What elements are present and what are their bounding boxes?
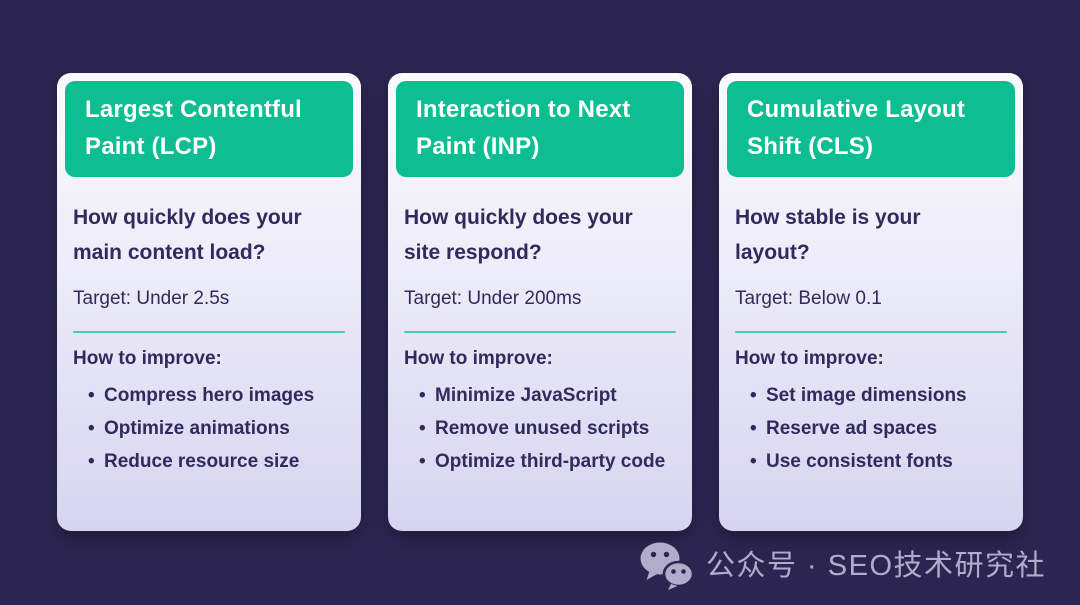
watermark-text: 公众号 · SEO技术研究社 [705, 550, 1046, 582]
card-cls: Cumulative Layout Shift (CLS) How stable… [719, 73, 1023, 531]
card-lcp-tips: Compress hero images Optimize animations… [73, 379, 345, 478]
list-item: Minimize JavaScript [404, 379, 676, 412]
card-inp-improve-label: How to improve: [404, 348, 553, 369]
list-item: Reserve ad spaces [735, 412, 1007, 445]
card-lcp-body: How quickly does your main content load?… [65, 200, 353, 478]
list-item: Optimize animations [73, 412, 345, 445]
watermark: 公众号 · SEO技术研究社 [639, 541, 1046, 591]
card-inp-title: Interaction to Next Paint (INP) [396, 81, 684, 177]
card-cls-target: Target: Below 0.1 [735, 288, 882, 309]
card-cls-tips: Set image dimensions Reserve ad spaces U… [735, 379, 1007, 478]
wechat-icon [640, 542, 695, 590]
card-inp: Interaction to Next Paint (INP) How quic… [388, 73, 692, 531]
list-item: Set image dimensions [735, 379, 1007, 412]
card-lcp-improve-label: How to improve: [73, 348, 222, 369]
list-item: Remove unused scripts [404, 412, 676, 445]
card-cls-title: Cumulative Layout Shift (CLS) [727, 81, 1015, 177]
card-lcp-question: How quickly does your main content load? [73, 206, 302, 264]
card-cls-body: How stable is your layout? Target: Below… [727, 200, 1015, 478]
card-inp-question: How quickly does your site respond? [404, 206, 633, 264]
divider [735, 331, 1007, 333]
list-item: Optimize third-party code [404, 445, 676, 478]
divider [73, 331, 345, 333]
card-lcp: Largest Contentful Paint (LCP) How quick… [57, 73, 361, 531]
card-inp-tips: Minimize JavaScript Remove unused script… [404, 379, 676, 478]
card-cls-improve-label: How to improve: [735, 348, 884, 369]
list-item: Reduce resource size [73, 445, 345, 478]
list-item: Use consistent fonts [735, 445, 1007, 478]
metric-cards-row: Largest Contentful Paint (LCP) How quick… [57, 73, 1023, 531]
divider [404, 331, 676, 333]
card-inp-body: How quickly does your site respond? Targ… [396, 200, 684, 478]
card-lcp-target: Target: Under 2.5s [73, 288, 230, 309]
card-cls-question: How stable is your layout? [735, 206, 921, 264]
card-inp-target: Target: Under 200ms [404, 288, 582, 309]
list-item: Compress hero images [73, 379, 345, 412]
card-lcp-title: Largest Contentful Paint (LCP) [65, 81, 353, 177]
